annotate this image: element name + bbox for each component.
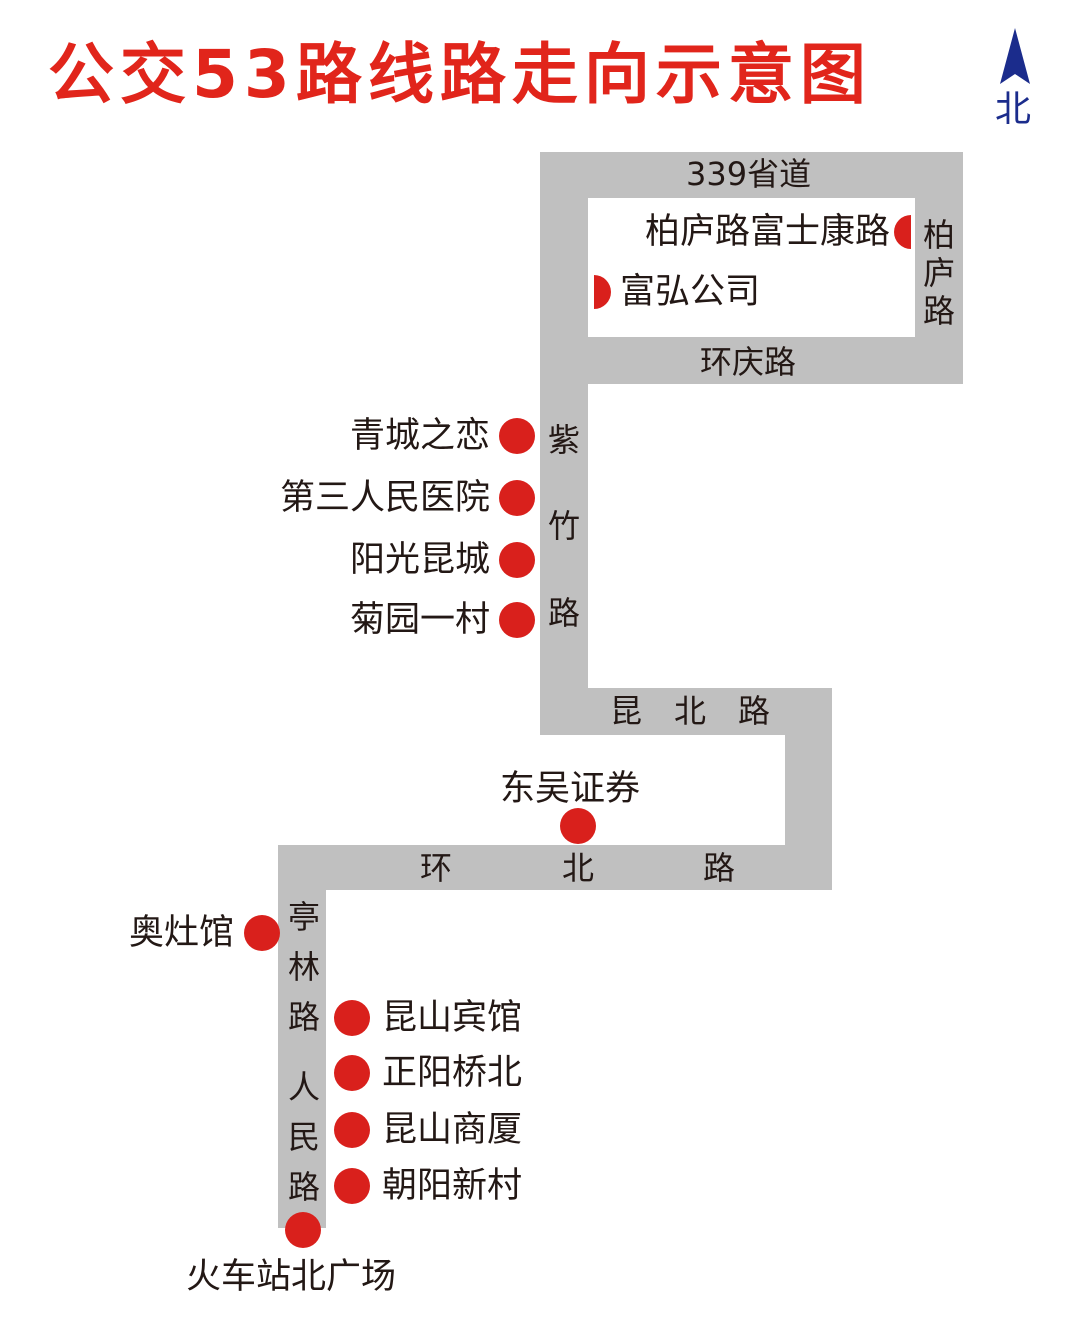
road-label: 路 — [703, 849, 736, 887]
road-huanbei — [278, 845, 832, 890]
stop-marker — [334, 1168, 370, 1204]
stop-label: 青城之恋 — [349, 416, 490, 456]
stop-label: 昆山宾馆 — [382, 998, 523, 1038]
north-label: 北 — [995, 89, 1032, 130]
stop-marker — [560, 808, 596, 844]
road-label: 路 — [548, 594, 581, 632]
stop-marker — [334, 1055, 370, 1091]
road-label: 北 — [562, 849, 595, 887]
road-label: 环庆路 — [700, 343, 797, 381]
stop-marker — [244, 915, 280, 951]
stop-label: 菊园一村 — [349, 600, 490, 640]
stop-marker-half — [894, 215, 911, 249]
stop-label: 朝阳新村 — [382, 1166, 523, 1206]
stop-label: 柏庐路富士康路 — [644, 212, 890, 252]
road-label: 紫 — [548, 421, 581, 459]
road-label: 339省道 — [686, 155, 812, 193]
road-label: 昆 北 路 — [610, 692, 771, 730]
road-zizhu — [540, 384, 588, 735]
stop-label: 阳光昆城 — [349, 540, 490, 580]
stop-marker — [499, 602, 535, 638]
stop-marker — [334, 1000, 370, 1036]
stop-label: 正阳桥北 — [382, 1053, 523, 1093]
road-label: 竹 — [548, 507, 581, 545]
stop-label: 昆山商厦 — [382, 1110, 523, 1150]
loop-inner-block — [588, 198, 915, 337]
stop-label: 东吴证券 — [500, 769, 641, 809]
stop-marker — [334, 1112, 370, 1148]
stop-label: 第三人民医院 — [279, 478, 490, 518]
road-tinglin-renmin — [278, 845, 326, 1228]
roads — [278, 152, 963, 1228]
road-label: 环 — [420, 849, 453, 887]
stop-label: 富弘公司 — [620, 272, 761, 312]
stop-markers — [244, 215, 911, 1248]
stop-marker — [499, 542, 535, 578]
road-label: 柏庐路 — [922, 216, 955, 330]
stop-marker — [499, 418, 535, 454]
road-label: 亭林路 — [287, 898, 320, 1036]
road-kunbei — [540, 688, 832, 735]
stop-marker — [285, 1212, 321, 1248]
stop-label: 奥灶馆 — [128, 913, 234, 953]
north-arrow-icon — [1000, 28, 1030, 84]
stop-label: 火车站北广场 — [186, 1257, 397, 1297]
stop-marker — [499, 480, 535, 516]
road-label: 人民路 — [287, 1068, 320, 1206]
stop-marker-half — [594, 275, 611, 309]
page-title: 公交53路线路走向示意图 — [48, 36, 872, 113]
